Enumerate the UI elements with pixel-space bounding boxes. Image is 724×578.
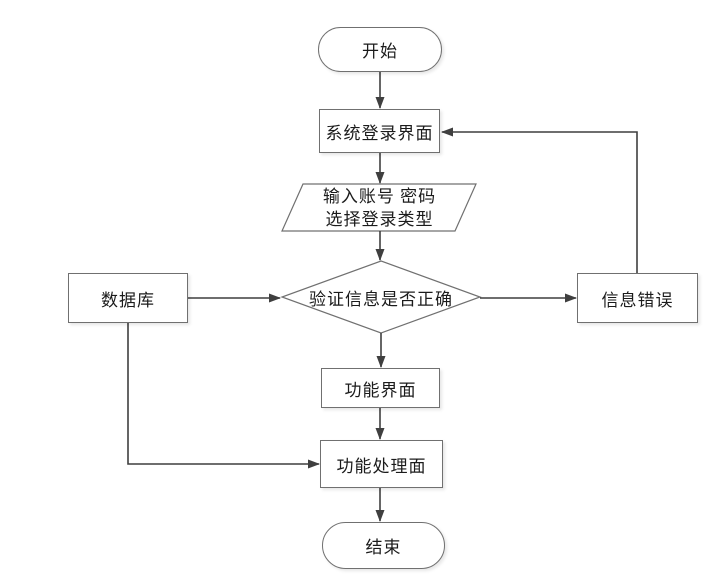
node-login-screen-label: 系统登录界面 xyxy=(325,123,434,143)
node-input-credentials: 输入账号 密码 选择登录类型 xyxy=(292,184,467,231)
node-verify-decision-label: 验证信息是否正确 xyxy=(309,289,453,309)
node-function-screen: 功能界面 xyxy=(321,368,440,408)
node-info-error: 信息错误 xyxy=(577,273,698,323)
node-database-label: 数据库 xyxy=(101,290,155,310)
node-end-label: 结束 xyxy=(365,538,402,557)
edge-database-processing xyxy=(127,323,320,469)
node-database: 数据库 xyxy=(68,273,188,323)
node-start: 开始 xyxy=(318,27,442,72)
node-function-screen-label: 功能界面 xyxy=(344,380,417,400)
node-input-credentials-line2: 选择登录类型 xyxy=(325,209,434,229)
node-function-processing: 功能处理面 xyxy=(320,440,443,488)
node-input-credentials-line1: 输入账号 密码 xyxy=(322,186,437,206)
node-end: 结束 xyxy=(322,522,445,569)
edge-error-login xyxy=(441,127,638,273)
node-info-error-label: 信息错误 xyxy=(601,290,674,310)
node-function-processing-label: 功能处理面 xyxy=(336,456,427,476)
node-start-label: 开始 xyxy=(362,42,398,61)
node-verify-decision: 验证信息是否正确 xyxy=(282,263,480,331)
node-login-screen: 系统登录界面 xyxy=(319,109,440,153)
input-parallelogram-shape xyxy=(281,183,477,232)
